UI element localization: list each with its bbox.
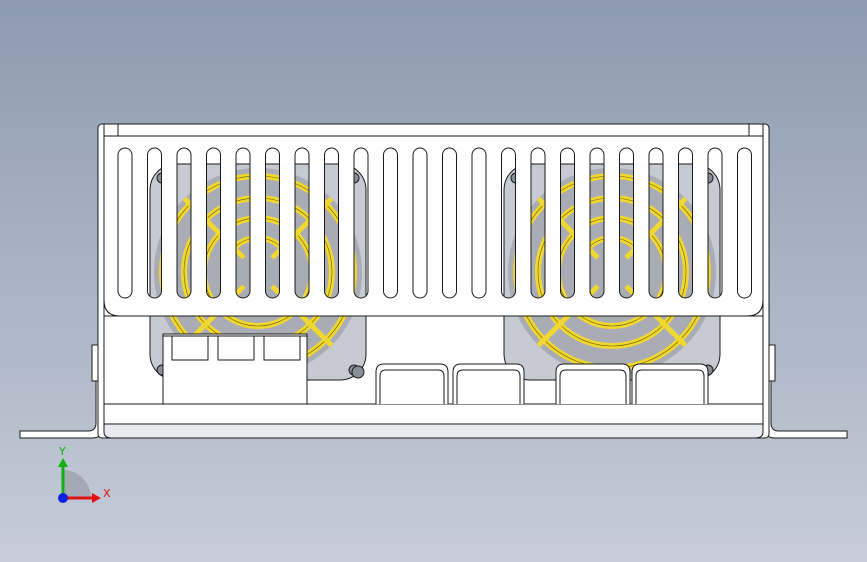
vent-slot xyxy=(353,147,369,299)
vent-slot xyxy=(176,147,192,299)
vent-cover-face xyxy=(104,136,763,316)
vent-slot xyxy=(117,147,133,299)
vent-slot xyxy=(648,147,664,299)
vent-slot xyxy=(560,147,575,299)
vent-slot xyxy=(589,147,605,299)
vent-slot xyxy=(324,147,339,299)
top-right-corner-clip xyxy=(748,123,764,137)
vent-slot xyxy=(147,147,162,299)
vent-slot xyxy=(678,147,693,299)
top-left-corner-clip xyxy=(103,123,119,137)
vent-cover-outline xyxy=(103,135,764,317)
output-connector-4-inner xyxy=(635,369,705,404)
output-connector-2-inner xyxy=(456,369,521,404)
base-rounded-lip xyxy=(103,423,764,439)
triad-y-label: Y xyxy=(58,445,66,458)
vent-slot xyxy=(265,147,280,299)
terminal-3 xyxy=(263,335,301,361)
screw-hole-left xyxy=(351,365,365,379)
vent-slot xyxy=(619,147,634,299)
output-connector-1 xyxy=(375,363,449,404)
vent-slot xyxy=(206,147,221,299)
vent-slot xyxy=(707,147,723,299)
vent-slot xyxy=(412,147,428,299)
output-connector-3 xyxy=(555,363,631,404)
coordinate-triad[interactable]: X Y xyxy=(58,445,111,503)
vent-slot xyxy=(530,147,546,299)
triad-x-label: X xyxy=(103,487,111,500)
vent-slots xyxy=(103,135,764,317)
vent-slot xyxy=(442,147,457,299)
enclosure-model[interactable] xyxy=(19,123,848,439)
triad-x-arrow-icon xyxy=(92,493,101,503)
terminal-1 xyxy=(171,335,209,361)
output-connector-3-inner xyxy=(559,369,627,404)
vent-slot xyxy=(383,147,398,299)
output-connector-4 xyxy=(631,363,709,404)
triad-y-arrow-icon xyxy=(58,458,68,467)
vent-slot xyxy=(471,147,487,299)
triad-background-sector xyxy=(63,470,91,498)
vent-slot xyxy=(501,147,516,299)
vent-slot xyxy=(235,147,251,299)
vent-slot xyxy=(737,147,752,299)
output-connector-2 xyxy=(452,363,525,404)
output-connector-1-inner xyxy=(379,369,445,404)
vent-slot xyxy=(294,147,310,299)
terminal-2 xyxy=(217,335,255,361)
triad-z-axis-dot xyxy=(58,493,68,503)
